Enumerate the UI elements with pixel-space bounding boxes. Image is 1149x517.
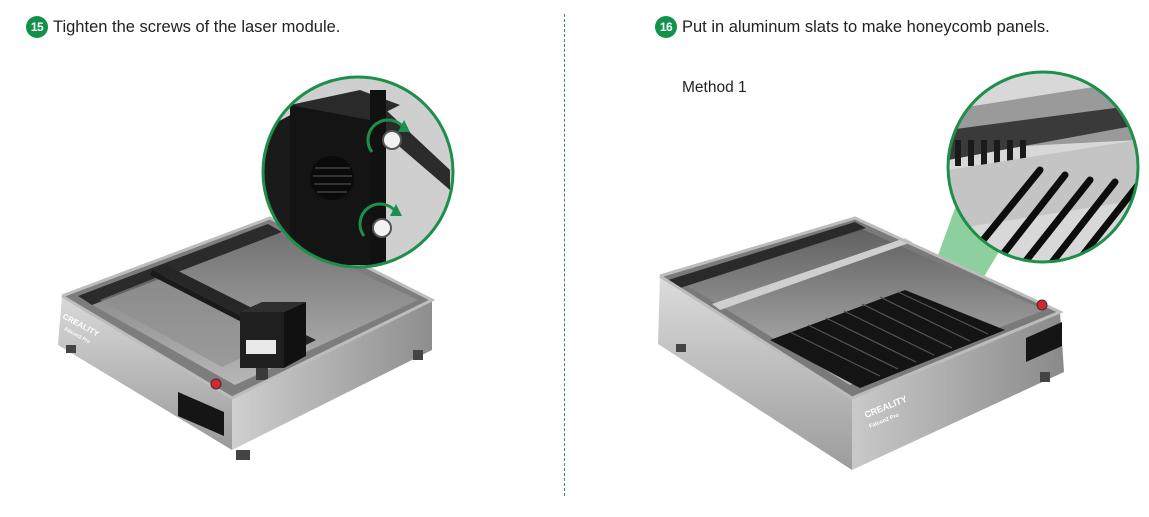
clockwise-arrow-icon <box>358 202 402 237</box>
method-label: Method 1 <box>682 79 747 96</box>
engraver-body <box>658 216 1064 470</box>
zoom-detail-circle <box>946 70 1140 264</box>
step-15-header: 15 Tighten the screws of the laser modul… <box>26 16 340 38</box>
laser-engraver-illustration-left: CREALITY Falcon2 Pro <box>58 75 455 460</box>
step-instruction: Tighten the screws of the laser module. <box>53 17 341 36</box>
section-divider <box>564 14 565 496</box>
control-panel-icon <box>178 392 224 436</box>
engraver-body <box>58 216 436 460</box>
step-number-badge: 16 <box>655 16 677 38</box>
emergency-stop-icon <box>210 378 222 390</box>
step-number-badge: 15 <box>26 16 48 38</box>
clockwise-arrow-icon <box>366 118 410 153</box>
step-instruction: Put in aluminum slats to make honeycomb … <box>682 17 1050 36</box>
emergency-stop-icon <box>1036 299 1048 311</box>
step-16-header: 16 Put in aluminum slats to make honeyco… <box>655 16 1050 38</box>
zoom-detail-circle <box>261 75 455 269</box>
control-panel-icon <box>1026 322 1062 362</box>
